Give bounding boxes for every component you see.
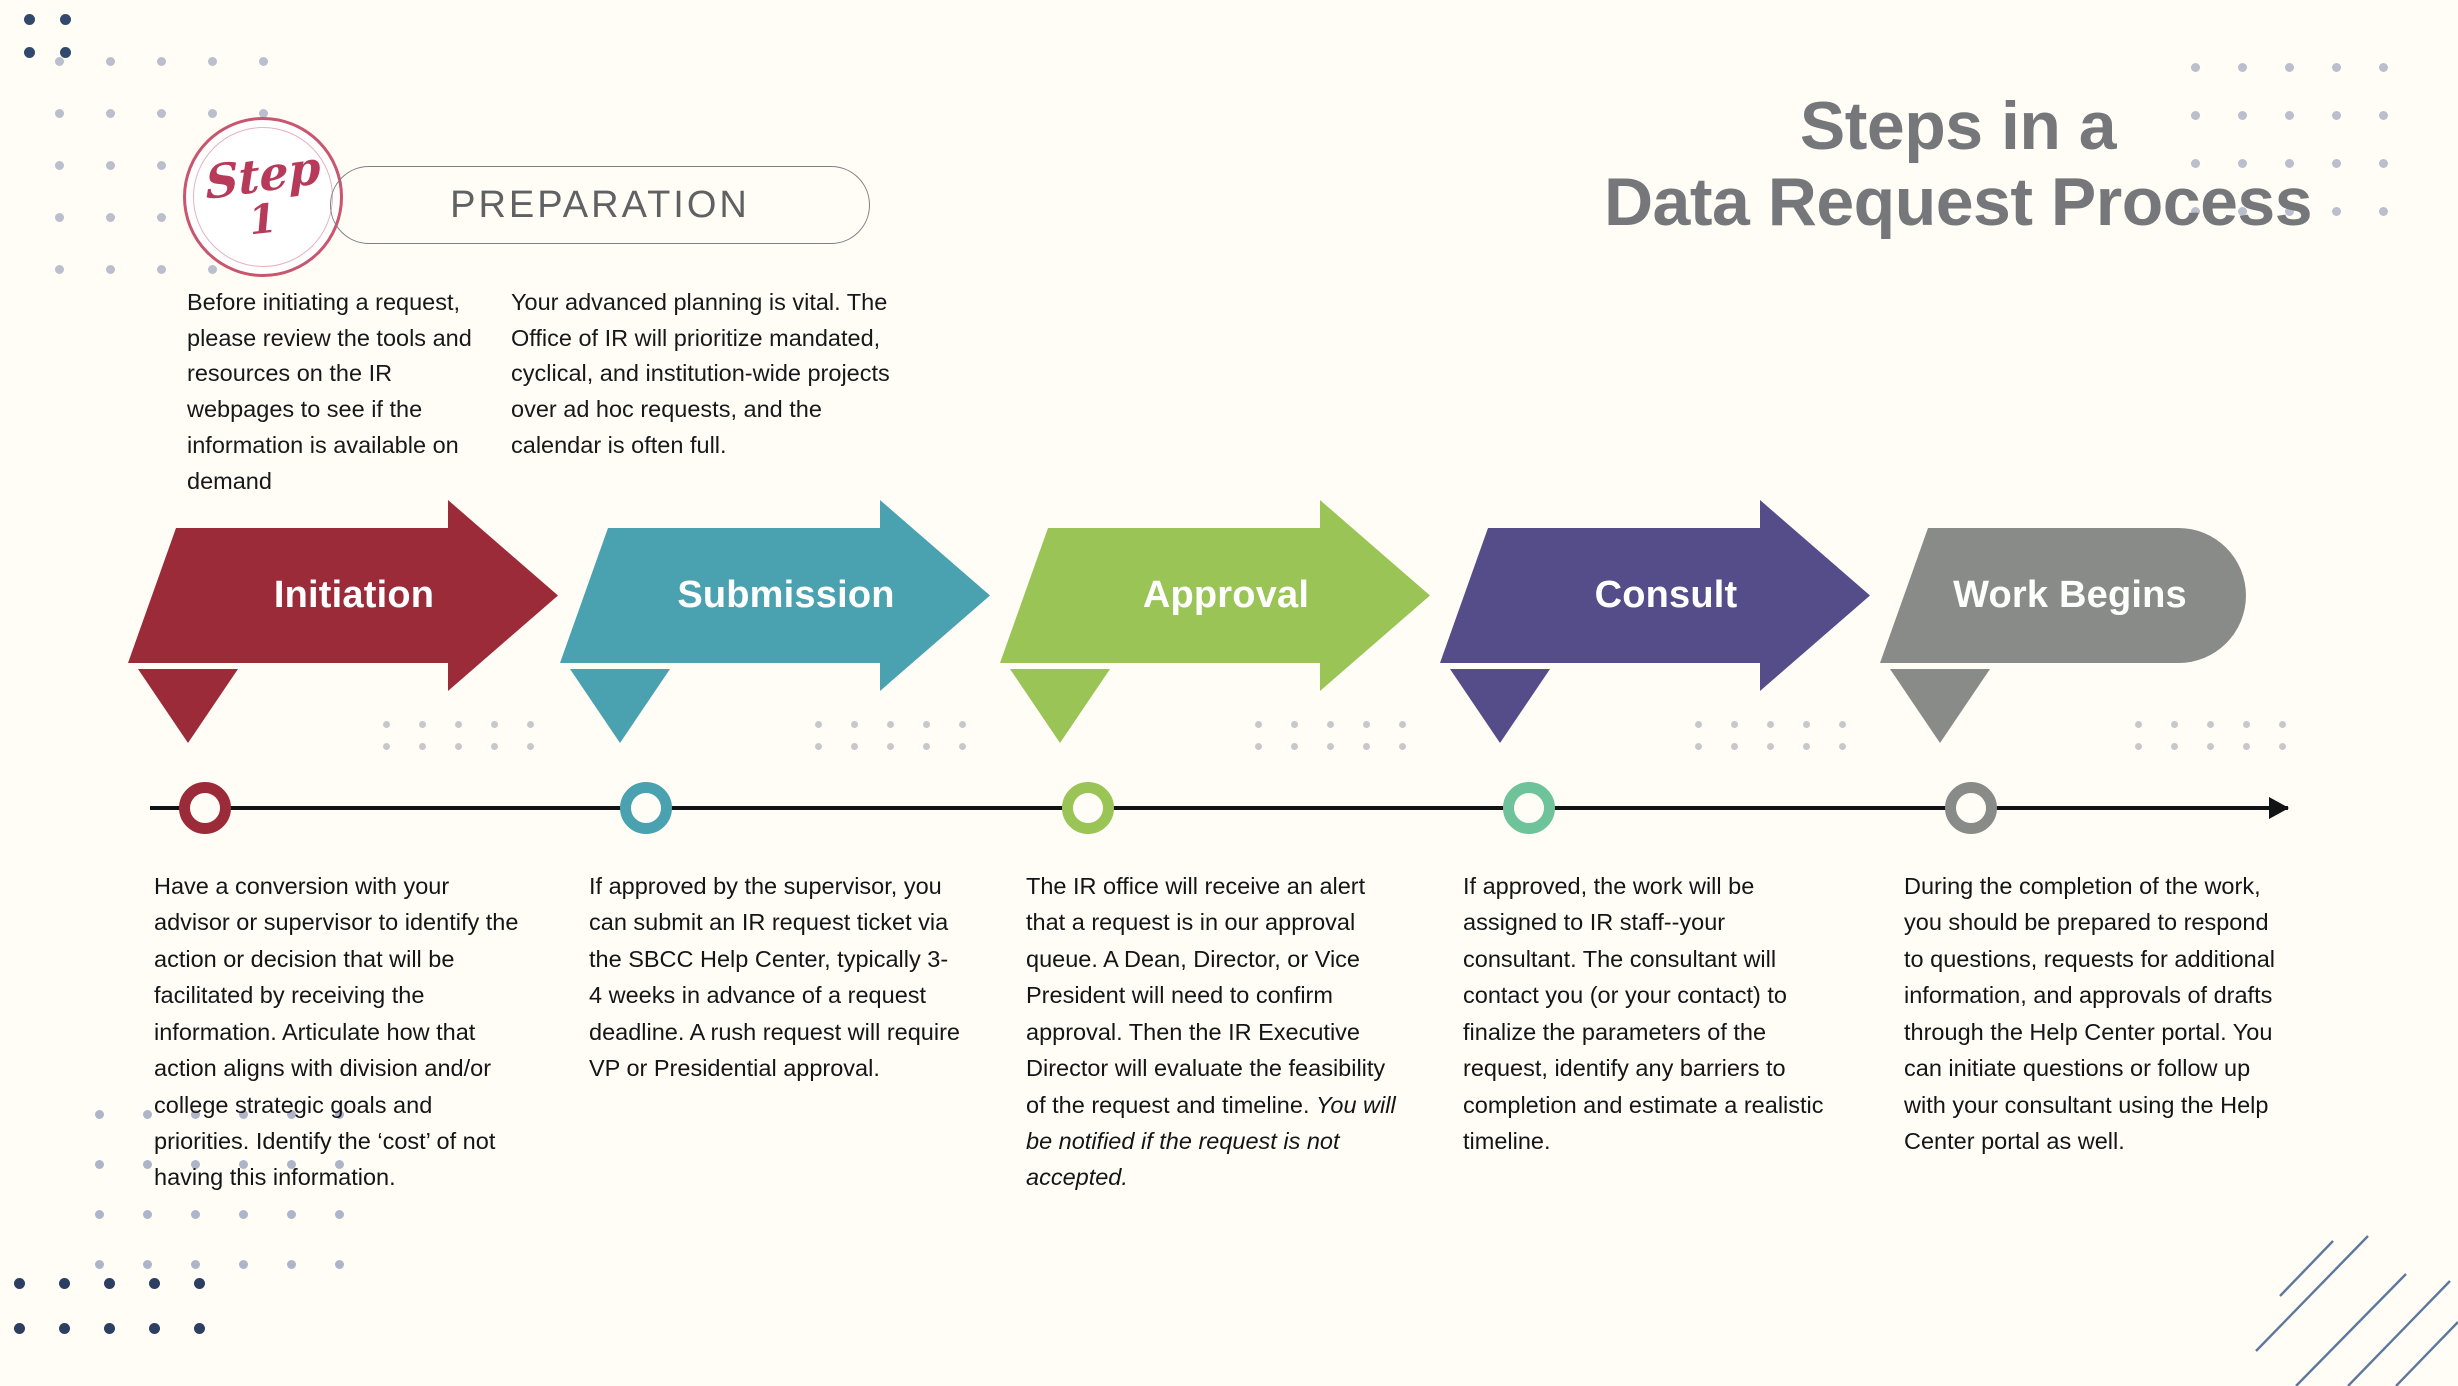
stage-description-text-3: The IR office will receive an alert that…: [1026, 873, 1386, 1118]
decor-minidots-2: [815, 721, 995, 765]
title-line-1: Steps in a: [1799, 88, 2117, 164]
intro-paragraph-right: Your advanced planning is vital. The Off…: [511, 289, 890, 458]
timeline-axis: [150, 782, 2289, 834]
stage-description-5: During the completion of the work, you s…: [1904, 868, 2276, 1159]
decor-dots-top-right: [2191, 63, 2426, 255]
timeline-node-3[interactable]: [1062, 782, 1114, 834]
stage-description-text-1: Have a conversion with your advisor or s…: [154, 873, 519, 1191]
step-badge-word: Step: [204, 139, 322, 211]
decor-dots-bottom-left-light: [95, 1110, 383, 1310]
timeline-node-5[interactable]: [1945, 782, 1997, 834]
title-line-2: Data Request Process: [1603, 164, 2313, 241]
stage-description-emphasis-3: You will be notified if the request is n…: [1026, 1091, 1396, 1191]
timeline-node-1[interactable]: [179, 782, 231, 834]
preparation-label: PREPARATION: [450, 183, 750, 226]
timeline-node-2[interactable]: [620, 782, 672, 834]
stage-arrow-shape-4: [1440, 500, 1870, 743]
intro-paragraph-left: Before initiating a request, please revi…: [187, 289, 472, 494]
stage-description-1: Have a conversion with your advisor or s…: [154, 868, 526, 1196]
stage-description-text-4: If approved, the work will be assigned t…: [1463, 873, 1824, 1154]
stage-description-text-5: During the completion of the work, you s…: [1904, 873, 2276, 1154]
page-title: Steps in a Data Request Process: [1508, 88, 2408, 240]
stage-description-2: If approved by the supervisor, you can s…: [589, 868, 961, 1087]
stage-arrow-shape-3: [1000, 500, 1430, 743]
preparation-pill: PREPARATION: [330, 166, 870, 244]
stage-arrow-shape-5: [1880, 528, 2246, 743]
timeline-line: [150, 806, 2288, 810]
step-1-badge: Step 1: [183, 117, 343, 277]
stage-description-3: The IR office will receive an alert that…: [1026, 868, 1398, 1196]
decor-minidots-1: [383, 721, 563, 765]
stage-description-4: If approved, the work will be assigned t…: [1463, 868, 1835, 1159]
stage-arrow-shape-1: [128, 500, 558, 743]
decor-minidots-4: [1695, 721, 1875, 765]
decor-dots-bottom-left-dark: [14, 1278, 239, 1368]
step-badge-number: 1: [246, 194, 280, 245]
timeline-arrowhead-icon: [2269, 797, 2289, 819]
timeline-node-4[interactable]: [1503, 782, 1555, 834]
stage-description-text-2: If approved by the supervisor, you can s…: [589, 873, 960, 1082]
decor-dots-top-left-dark: [24, 14, 96, 80]
decor-minidots-3: [1255, 721, 1435, 765]
stage-arrow-shape-2: [560, 500, 990, 743]
decor-diagonal-stripes: [2255, 1235, 2458, 1386]
decor-minidots-5: [2135, 721, 2315, 765]
